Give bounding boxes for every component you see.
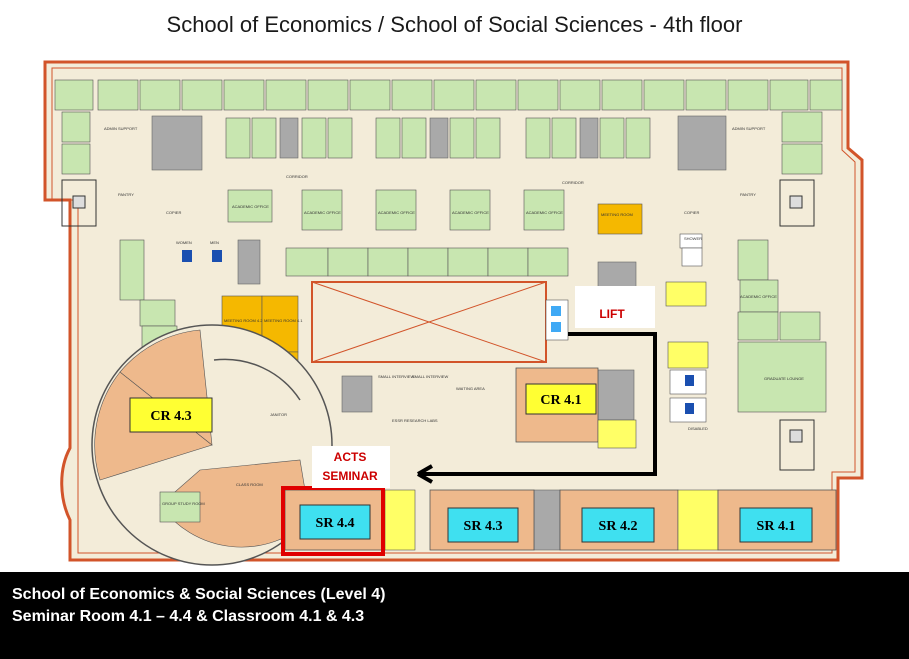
route-arrowhead [417,464,433,484]
stairs-left [61,179,97,227]
cr41-box [525,383,597,415]
label-copier-left: COPIER [166,210,181,215]
cr43-box [129,397,213,433]
label-academic-office-4: ACADEMIC OFFICE [452,210,489,215]
inner-office-row [225,117,651,159]
sr43-box [447,507,519,543]
label-janitor: JANITOR [270,412,287,417]
mid-office-row [227,189,569,277]
men-restroom-icon [212,250,222,262]
acts-label-line1: ACTS [334,450,367,464]
men-restroom-icon-2 [685,403,694,414]
women-restroom-icon [182,250,192,262]
label-class-room: CLASS ROOM [236,482,263,487]
label-academic-office-6: ACADEMIC OFFICE [740,294,777,299]
sr43-label: SR 4.3 [464,519,503,534]
label-meeting-41: MEETING ROOM 4.1 [264,318,303,323]
label-disabled: DISABLED [688,426,708,431]
label-small-interview-1: SMALL INTERVIEW [378,374,414,379]
label-admin-right: ADMIN SUPPORT [732,126,766,131]
route-path [418,332,657,476]
lift-label: LIFT [599,307,625,321]
label-meeting-42: MEETING ROOM 4.2 [224,318,263,323]
label-admin-left: ADMIN SUPPORT [104,126,138,131]
label-academic-office-5: ACADEMIC OFFICE [526,210,563,215]
label-small-interview-2: SMALL INTERVIEW [412,374,448,379]
caption-line-1: School of Economics & Social Sciences (L… [12,586,386,603]
meeting-room-43 [597,203,643,235]
sr41-box [739,507,813,543]
label-academic-office-3: ACADEMIC OFFICE [378,210,415,215]
label-waiting-area: WAITING AREA [456,386,485,391]
sr42-label: SR 4.2 [599,519,638,534]
caption-line-2: Seminar Room 4.1 – 4.4 & Classroom 4.1 &… [12,608,365,625]
label-men: MEN [210,240,219,245]
cr43-label: CR 4.3 [150,409,191,424]
label-corridor-right: CORRIDOR [562,180,584,185]
label-academic-office-1: ACADEMIC OFFICE [232,204,269,209]
sr41-label: SR 4.1 [757,519,796,534]
sr44-box [299,504,371,540]
sr42-box [581,507,655,543]
label-shower: SHOWER [684,236,702,241]
floor-plan-title: School of Economics / School of Social S… [166,12,743,37]
cr41-label: CR 4.1 [540,393,581,408]
label-women: WOMEN [176,240,192,245]
label-group-study-left: GROUP STUDY ROOM [162,501,205,506]
label-copier-right: COPIER [684,210,699,215]
label-graduate-lounge: GRADUATE LOUNGE [764,376,804,381]
caption-bar: School of Economics & Social Sciences (L… [0,572,909,659]
label-pantry-left: PANTRY [118,192,134,197]
lift-icon [551,306,561,316]
label-meeting-43: MEETING ROOM [601,212,633,217]
floor-plan-map: CR 4.3 CR 4.1 SR 4.4 SR 4.3 SR 4.2 SR 4. [43,60,864,566]
acts-label-line2: SEMINAR [322,469,378,483]
label-academic-office-2: ACADEMIC OFFICE [304,210,341,215]
top-office-row [54,79,843,111]
label-pantry-right: PANTRY [740,192,756,197]
central-void [311,281,547,363]
label-essr: ESSR RESEARCH LABS [392,418,438,423]
stairs-right [779,179,815,471]
label-corridor-left: CORRIDOR [286,174,308,179]
women-restroom-icon-2 [685,375,694,386]
sr44-label: SR 4.4 [316,516,355,531]
side-office-columns [61,111,827,413]
